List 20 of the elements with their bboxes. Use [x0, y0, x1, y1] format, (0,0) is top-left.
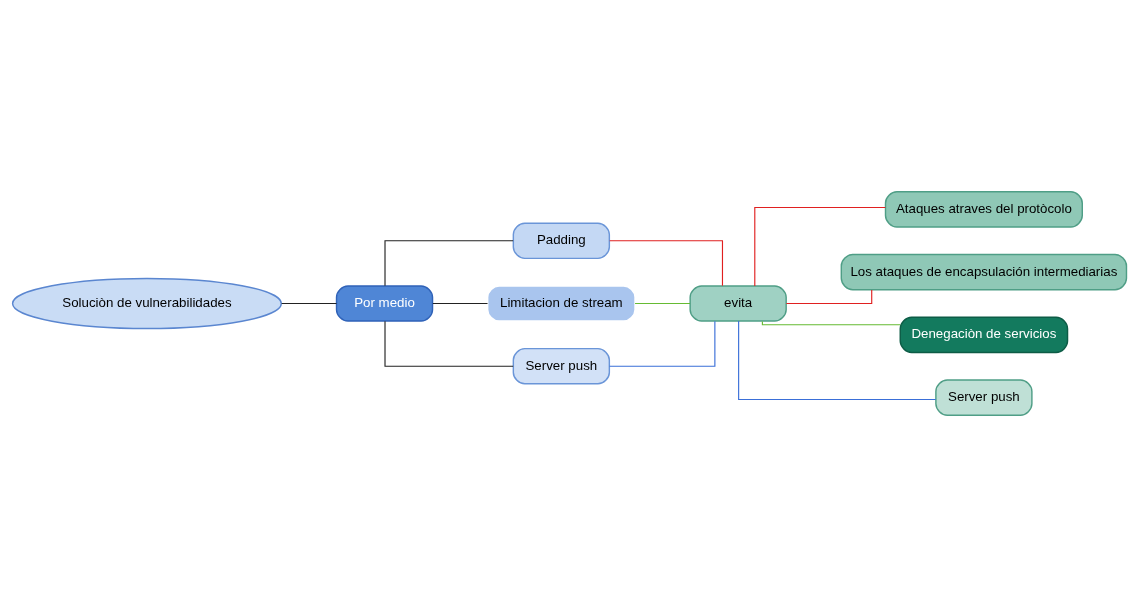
- node-box: evita: [689, 285, 787, 322]
- node-box: Los ataques de encapsulación intermediarias: [840, 253, 1128, 291]
- connector: [281, 302, 338, 305]
- node-box: Padding: [512, 222, 611, 260]
- connector: [738, 320, 937, 401]
- node-box: Server push: [512, 347, 611, 385]
- node-box: Denegaciòn de servicios: [899, 316, 1069, 354]
- connector: [384, 320, 514, 367]
- connector: [608, 320, 716, 367]
- node-ellipse: Soluciòn de vulnerabilidades: [11, 277, 283, 330]
- connector: [634, 302, 691, 305]
- node-box: Server push: [935, 379, 1033, 416]
- node-box: Por medio: [335, 285, 434, 322]
- connector: [432, 302, 489, 305]
- connector: [384, 240, 514, 287]
- node-box: Ataques atraves del protòcolo: [884, 191, 1083, 228]
- connector: [754, 206, 886, 287]
- connector: [761, 320, 901, 326]
- connector: [609, 240, 724, 287]
- node-box: Limitacion de stream: [486, 285, 636, 322]
